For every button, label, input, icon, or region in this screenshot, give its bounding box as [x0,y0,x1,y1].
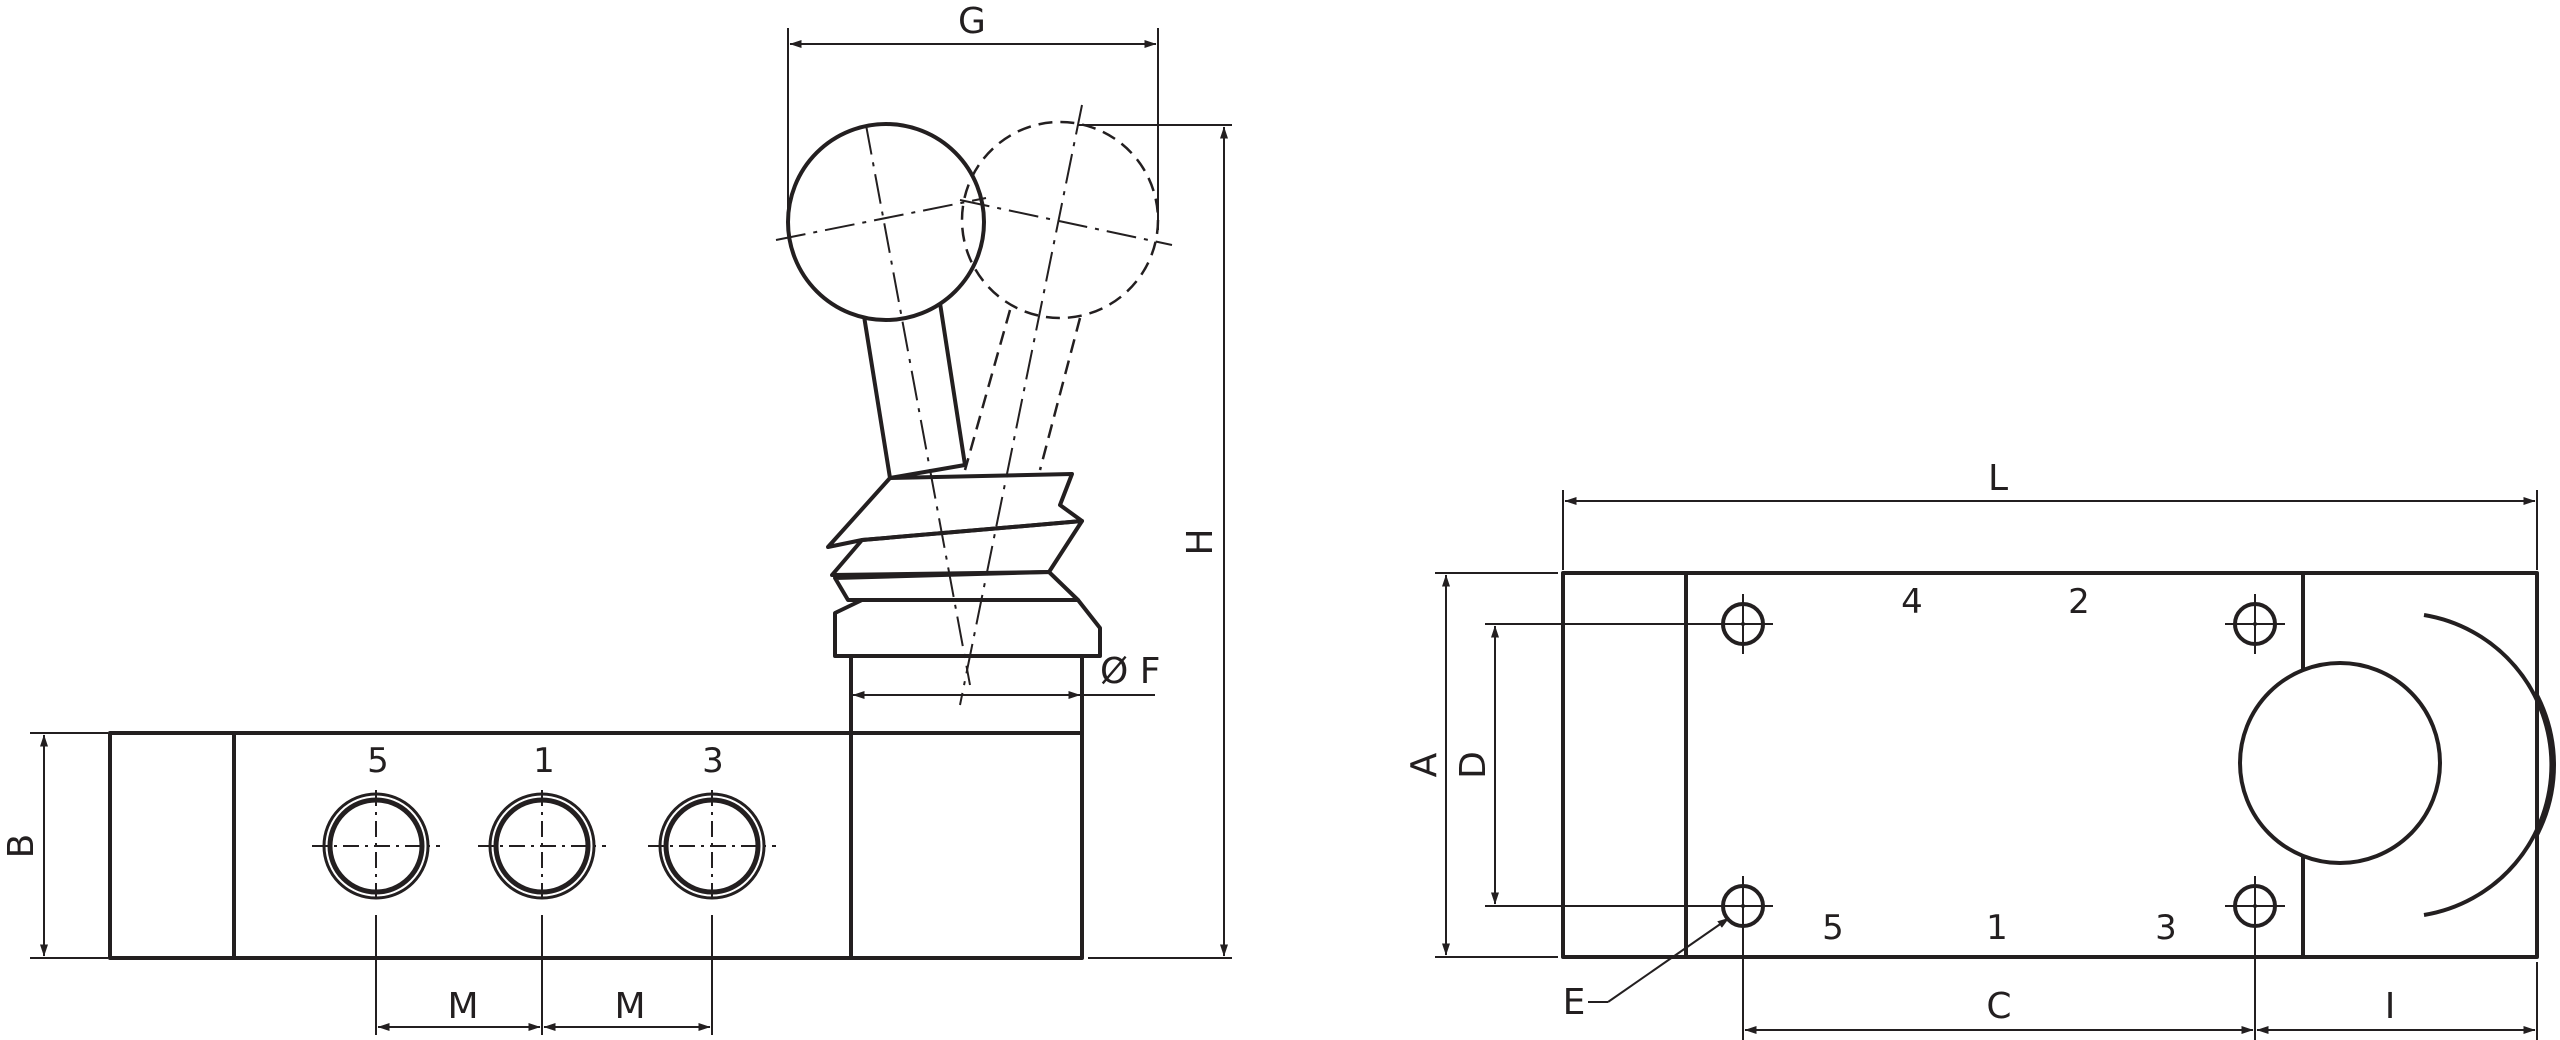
label-port-5-top: 5 [1822,908,1844,948]
top-view [1561,571,2556,959]
front-dimensions [30,28,1232,1035]
label-dim-b: B [1,834,42,859]
bellows-middle [830,519,1084,577]
top-labels: 4 2 5 1 3 L A D E C I [1404,458,2395,1027]
label-dim-h: H [1180,528,1221,555]
label-dim-f: Ø F [1100,651,1161,692]
label-dim-g: G [958,1,986,42]
label-dim-d: D [1453,751,1494,779]
label-port-3-front: 3 [702,741,724,781]
label-dim-m-2: M [614,986,645,1027]
lever-knob [786,122,986,322]
front-labels: 5 1 3 G H Ø F B M M [1,1,1221,1027]
actuator-outer-edge [2423,613,2554,917]
boot-base [833,598,1102,658]
label-dim-c: C [1986,986,2011,1027]
label-dim-a: A [1404,752,1445,777]
label-port-3-top: 3 [2155,908,2177,948]
bellows-upper [826,472,1084,549]
label-port-2-top: 2 [2068,582,2090,622]
top-dimensions [1435,490,2538,1040]
valve-body [108,731,1084,960]
label-port-5-front: 5 [367,741,389,781]
label-dim-i: I [2385,986,2396,1027]
port-centerlines [312,790,776,900]
label-port-4-top: 4 [1901,582,1923,622]
label-dim-m-1: M [447,986,478,1027]
front-centerlines [775,104,1173,706]
label-dim-l: L [1988,458,2008,499]
alternate-lever-position [960,120,1160,471]
label-port-1-front: 1 [533,741,555,781]
actuator-inner [2238,661,2442,865]
label-dim-e: E [1563,982,1586,1023]
front-view [108,104,1173,960]
label-port-1-top: 1 [1986,908,2008,948]
